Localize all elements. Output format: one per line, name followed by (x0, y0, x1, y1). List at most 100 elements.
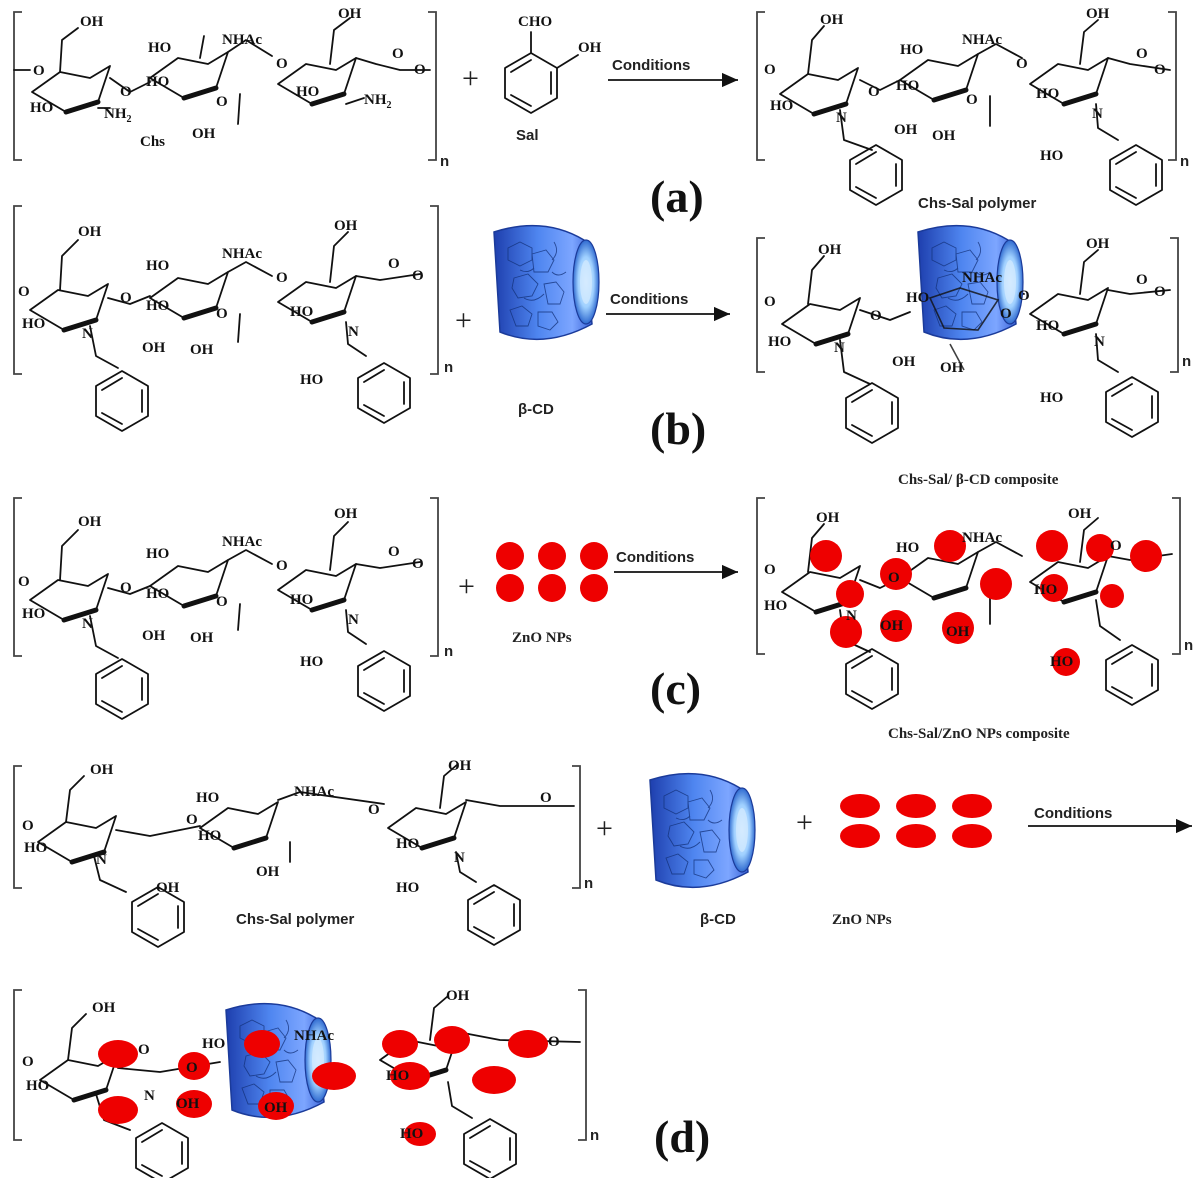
atom-o-link: O (868, 84, 880, 100)
repeat-n: n (1180, 153, 1189, 170)
atom-ho: HO (386, 1068, 409, 1084)
atom-ho: HO (146, 258, 169, 274)
atom-oh: OH (818, 242, 842, 258)
atom-o-end: O (412, 556, 424, 572)
atom-ho: HO (146, 546, 169, 562)
atom-n: N (348, 324, 359, 340)
atom-nhac: NHAc (962, 530, 1002, 546)
atom-nhac: NHAc (962, 32, 1002, 48)
atom-o: O (18, 284, 30, 300)
panel-b-group: n O OH HO N OH O HO NHAc HO O OH O OH HO… (13, 205, 1191, 488)
atom-oh: OH (78, 224, 102, 240)
atom-nh2: NH2 (364, 92, 392, 111)
panel-label-c: (c) (650, 663, 701, 714)
plus-sign: + (455, 304, 472, 337)
atom-o-end: O (1154, 284, 1166, 300)
zno-decoration (98, 1026, 548, 1146)
atom-oh: OH (820, 12, 844, 28)
atom-n: N (82, 326, 93, 342)
panel-c-group: n O OH HO N OH O HO NHAc HO O OH O OH HO… (13, 497, 1193, 742)
atom-n: N (846, 608, 857, 624)
atom-oh: OH (190, 630, 214, 646)
atom-ho: HO (1050, 654, 1073, 670)
atom-o: O (22, 1054, 34, 1070)
atom-ho: HO (1040, 390, 1063, 406)
atom-o-link: O (186, 1060, 198, 1076)
atom-oh: OH (190, 342, 214, 358)
atom-o-ring: O (388, 256, 400, 272)
atom-ho: HO (146, 586, 169, 602)
atom-o: O (18, 574, 30, 590)
repeat-n: n (440, 153, 449, 170)
atom-o-ring: O (138, 1042, 150, 1058)
atom-o-end: O (540, 790, 552, 806)
label-zno-nps: ZnO NPs (512, 630, 572, 646)
atom-oh: OH (578, 40, 602, 56)
atom-ho: HO (896, 540, 919, 556)
atom-n: N (348, 612, 359, 628)
atom-o-ring: O (966, 92, 978, 108)
label-chs-sal-bcd-composite: Chs-Sal/ β-CD composite (898, 472, 1059, 488)
atom-ho: HO (896, 78, 919, 94)
atom-oh: OH (1086, 236, 1110, 252)
atom-oh: OH (176, 1096, 200, 1112)
atom-oh: OH (892, 354, 916, 370)
atom-o-link: O (870, 308, 882, 324)
atom-o-ring: O (392, 46, 404, 62)
atom-ho: HO (770, 98, 793, 114)
atom-o-end: O (548, 1034, 560, 1050)
conditions-label: Conditions (616, 549, 694, 566)
atom-oh: OH (256, 864, 280, 880)
panel-label-b: (b) (650, 403, 706, 454)
atom-o-link: O (186, 812, 198, 828)
plus-sign: + (796, 806, 813, 839)
panel-label-a: (a) (650, 171, 704, 222)
atom-oh: OH (816, 510, 840, 526)
atom-oh: OH (338, 6, 362, 22)
atom-o-link: O (1018, 288, 1030, 304)
atom-oh: OH (334, 218, 358, 234)
repeat-n: n (1182, 353, 1191, 370)
atom-oh: OH (78, 514, 102, 530)
atom-n: N (1094, 334, 1105, 350)
atom-ho: HO (146, 298, 169, 314)
repeat-n: n (584, 875, 593, 892)
plus-sign: + (458, 570, 475, 603)
atom-o-ring: O (1110, 538, 1122, 554)
atom-ho: HO (30, 100, 53, 116)
repeat-n: n (444, 643, 453, 660)
label-beta-cd: β-CD (700, 911, 736, 928)
atom-ho: HO (22, 606, 45, 622)
atom-ho: HO (296, 84, 319, 100)
atom-o-ring: O (1000, 306, 1012, 322)
zno-nanoparticles (840, 794, 992, 848)
atom-n: N (144, 1088, 155, 1104)
atom-ho: HO (396, 836, 419, 852)
atom-ho: HO (300, 654, 323, 670)
repeat-n: n (590, 1127, 599, 1144)
atom-ho: HO (22, 316, 45, 332)
atom-oh: OH (1086, 6, 1110, 22)
atom-n: N (836, 110, 847, 126)
atom-nhac: NHAc (222, 534, 262, 550)
atom-oh: OH (946, 624, 970, 640)
atom-n: N (82, 616, 93, 632)
atom-ho: HO (764, 598, 787, 614)
label-chs-sal-polymer: Chs-Sal polymer (236, 911, 355, 928)
atom-ho: HO (146, 74, 169, 90)
atom-ho: HO (400, 1126, 423, 1142)
atom-o-end: O (412, 268, 424, 284)
conditions-label: Conditions (612, 57, 690, 74)
atom-o-link: O (276, 270, 288, 286)
atom-n: N (1092, 106, 1103, 122)
atom-o-ring: O (216, 94, 228, 110)
atom-o: O (33, 63, 45, 79)
atom-oh: OH (1068, 506, 1092, 522)
atom-o-end: O (414, 62, 426, 78)
plus-sign: + (596, 812, 613, 845)
atom-o-ring: O (1136, 272, 1148, 288)
atom-o-link: O (276, 558, 288, 574)
atom-ho: HO (202, 1036, 225, 1052)
